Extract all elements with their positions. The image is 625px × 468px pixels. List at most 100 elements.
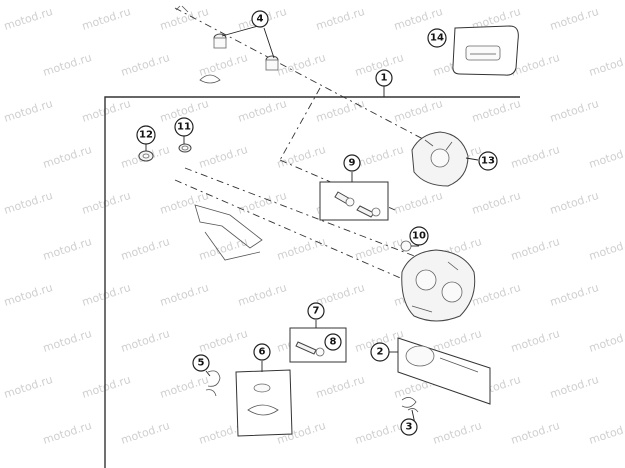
callout-1-label: 1 bbox=[381, 73, 388, 84]
watermark-text: motod.ru bbox=[197, 51, 249, 79]
watermark-layer: motod.ru motod.ru motod.ru motod.ru motod.ru… bbox=[2, 5, 625, 447]
callout-4: 4 bbox=[251, 10, 269, 28]
watermark-text: motod.ru bbox=[2, 97, 54, 125]
callout-5-label: 5 bbox=[198, 358, 205, 369]
watermark-text: motod.ru bbox=[314, 5, 366, 33]
part-6-pin-kit bbox=[235, 369, 293, 437]
callout-4-label: 4 bbox=[257, 14, 264, 25]
callout-9: 9 bbox=[343, 154, 361, 172]
watermark-text: motod.ru bbox=[314, 281, 366, 309]
watermark-text: motod.ru bbox=[236, 281, 288, 309]
watermark-text: motod.ru bbox=[470, 281, 522, 309]
callout-14: 14 bbox=[427, 28, 447, 48]
callout-10: 10 bbox=[409, 226, 429, 246]
watermark-text: motod.ru bbox=[41, 143, 93, 171]
watermark-text: motod.ru bbox=[431, 327, 483, 355]
watermark-text: motod.ru bbox=[587, 235, 625, 263]
callout-9-label: 9 bbox=[349, 158, 356, 169]
watermark-text: motod.ru bbox=[41, 419, 93, 447]
watermark-text: motod.ru bbox=[509, 327, 561, 355]
watermark-text: motod.ru bbox=[548, 5, 600, 33]
assembly-frame bbox=[104, 96, 520, 468]
watermark-text: motod.ru bbox=[314, 373, 366, 401]
watermark-text: motod.ru bbox=[314, 97, 366, 125]
callout-11: 11 bbox=[174, 117, 194, 137]
watermark-text: motod.ru bbox=[80, 373, 132, 401]
watermark-text: motod.ru bbox=[41, 327, 93, 355]
watermark-text: motod.ru bbox=[470, 97, 522, 125]
watermark-text: motod.ru bbox=[509, 235, 561, 263]
callout-6: 6 bbox=[253, 343, 271, 361]
part-13-caliper-bracket bbox=[411, 131, 469, 187]
watermark-text: motod.ru bbox=[197, 235, 249, 263]
part-4-pins bbox=[175, 5, 279, 71]
part-5-clip bbox=[205, 370, 221, 397]
watermark-text: motod.ru bbox=[392, 189, 444, 217]
part-2-brake-pads bbox=[397, 337, 491, 405]
part-9-bolt-kit bbox=[319, 181, 389, 221]
watermark-text: motod.ru bbox=[158, 5, 210, 33]
callout-8: 8 bbox=[324, 333, 342, 351]
watermark-text: motod.ru bbox=[197, 143, 249, 171]
watermark-text: motod.ru bbox=[587, 327, 625, 355]
watermark-text: motod.ru bbox=[2, 373, 54, 401]
watermark-text: motod.ru bbox=[2, 189, 54, 217]
watermark-text: motod.ru bbox=[80, 97, 132, 125]
watermark-text: motod.ru bbox=[275, 143, 327, 171]
watermark-text: motod.ru bbox=[548, 97, 600, 125]
watermark-text: motod.ru bbox=[509, 419, 561, 447]
watermark-text: motod.ru bbox=[275, 235, 327, 263]
watermark-text: motod.ru bbox=[41, 235, 93, 263]
callout-3: 3 bbox=[400, 418, 418, 436]
callout-2-label: 2 bbox=[377, 347, 384, 358]
watermark-text: motod.ru bbox=[158, 281, 210, 309]
watermark-text: motod.ru bbox=[80, 5, 132, 33]
callout-2: 2 bbox=[370, 342, 390, 362]
watermark-text: motod.ru bbox=[119, 327, 171, 355]
watermark-text: motod.ru bbox=[587, 143, 625, 171]
callout-7-label: 7 bbox=[313, 306, 320, 317]
callout-6-label: 6 bbox=[259, 347, 266, 358]
watermark-text: motod.ru bbox=[236, 97, 288, 125]
callout-5: 5 bbox=[192, 354, 210, 372]
callout-3-label: 3 bbox=[406, 422, 413, 433]
watermark-text: motod.ru bbox=[353, 143, 405, 171]
watermark-text: motod.ru bbox=[2, 5, 54, 33]
callout-7: 7 bbox=[307, 302, 325, 320]
watermark-text: motod.ru bbox=[587, 419, 625, 447]
watermark-text: motod.ru bbox=[587, 51, 625, 79]
callout-13-label: 13 bbox=[481, 156, 495, 167]
part-lever-bracket bbox=[194, 204, 263, 261]
callout-10-label: 10 bbox=[412, 231, 426, 242]
part-14-pad-set bbox=[452, 25, 519, 76]
watermark-text: motod.ru bbox=[80, 189, 132, 217]
callout-1: 1 bbox=[375, 69, 393, 87]
watermark-text: motod.ru bbox=[431, 419, 483, 447]
watermark-text: motod.ru bbox=[548, 373, 600, 401]
watermark-text: motod.ru bbox=[2, 281, 54, 309]
watermark-text: motod.ru bbox=[119, 51, 171, 79]
watermark-text: motod.ru bbox=[548, 281, 600, 309]
watermark-text: motod.ru bbox=[80, 281, 132, 309]
watermark-text: motod.ru bbox=[353, 235, 405, 263]
part-11-seal bbox=[178, 143, 192, 153]
watermark-text: motod.ru bbox=[158, 373, 210, 401]
callout-11-label: 11 bbox=[177, 122, 191, 133]
part-7-bleed-kit bbox=[289, 327, 347, 363]
watermark-text: motod.ru bbox=[119, 419, 171, 447]
part-10-caliper-body bbox=[400, 240, 476, 322]
watermark-text: motod.ru bbox=[392, 97, 444, 125]
watermark-text: motod.ru bbox=[548, 189, 600, 217]
callout-14-label: 14 bbox=[430, 33, 444, 44]
watermark-text: motod.ru bbox=[236, 189, 288, 217]
watermark-text: motod.ru bbox=[158, 189, 210, 217]
watermark-text: motod.ru bbox=[197, 327, 249, 355]
watermark-text: motod.ru bbox=[41, 51, 93, 79]
part-12-seal bbox=[138, 150, 154, 162]
watermark-text: motod.ru bbox=[470, 189, 522, 217]
part-3-spring bbox=[401, 397, 419, 413]
watermark-text: motod.ru bbox=[353, 419, 405, 447]
callout-12-label: 12 bbox=[139, 130, 153, 141]
callout-13: 13 bbox=[478, 151, 498, 171]
